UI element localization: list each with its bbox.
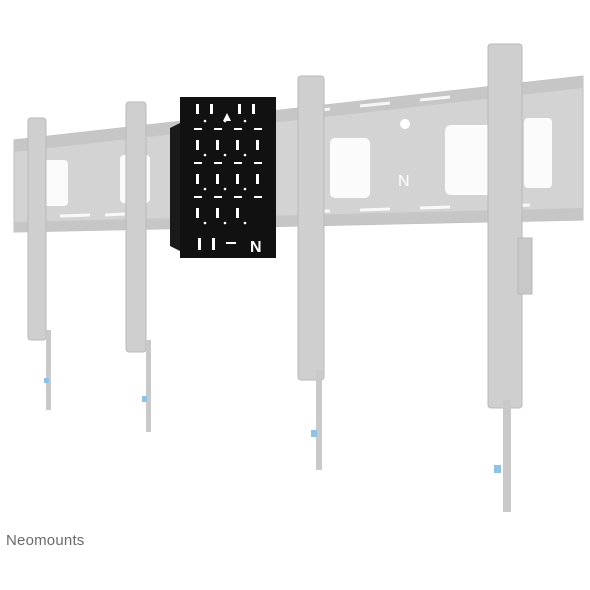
vertical-arm-4 <box>487 43 533 512</box>
vertical-arm-3 <box>297 75 325 470</box>
rail-logo-mark: N <box>398 173 410 190</box>
brand-wordmark: Neomounts <box>6 532 85 549</box>
black-accessory-plate: N <box>170 97 276 258</box>
vertical-arm-1 <box>27 117 51 410</box>
vertical-arm-2 <box>125 101 151 432</box>
plate-logo-mark: N <box>250 239 262 256</box>
